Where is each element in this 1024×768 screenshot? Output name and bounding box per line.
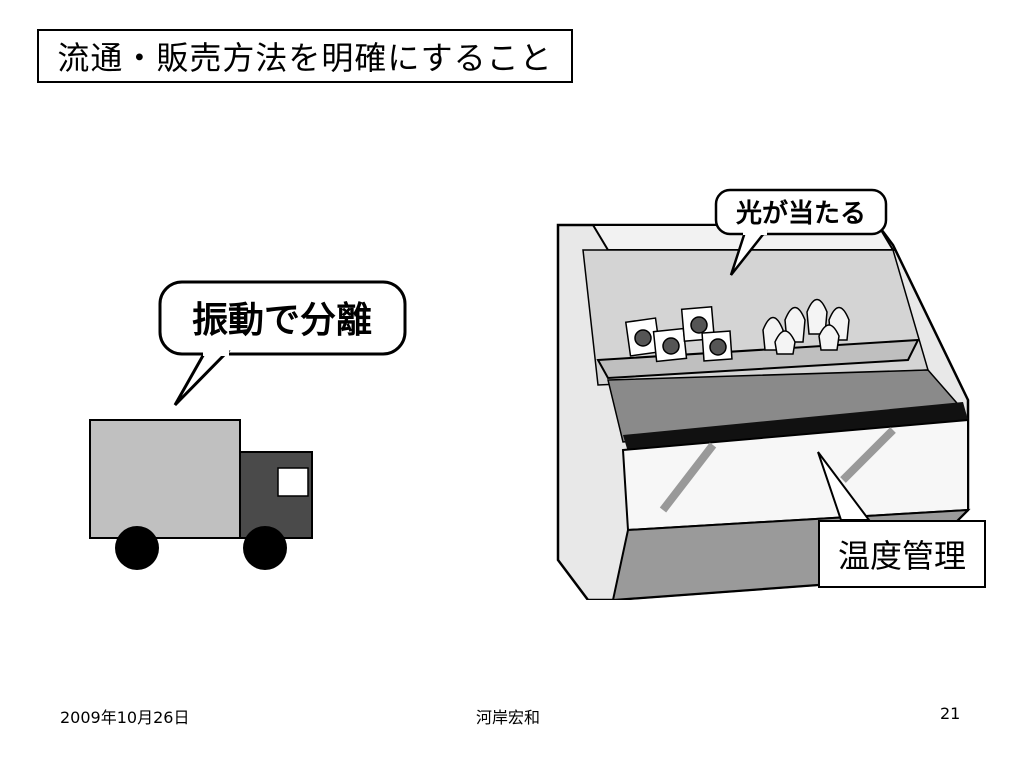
slide-title: 流通・販売方法を明確にすること (37, 29, 573, 83)
truck-illustration: 振動で分離 (89, 280, 407, 570)
bagged-products-icon (762, 298, 850, 355)
footer-page-number: 21 (940, 704, 961, 723)
light-callout-text: 光が当たる (735, 198, 866, 229)
truck-icon (89, 419, 313, 570)
speech-bubble-vibration: 振動で分離 (158, 280, 407, 407)
footer-author: 河岸宏和 (476, 708, 541, 727)
truck-callout-text: 振動で分離 (192, 300, 372, 341)
footer-date: 2009年10月26日 (60, 708, 190, 727)
packaged-products-icon (624, 305, 733, 363)
speech-bubble-light: 光が当たる (714, 188, 888, 276)
temperature-callout: 温度管理 (818, 520, 986, 588)
display-case-illustration: 光が当たる (556, 188, 971, 600)
